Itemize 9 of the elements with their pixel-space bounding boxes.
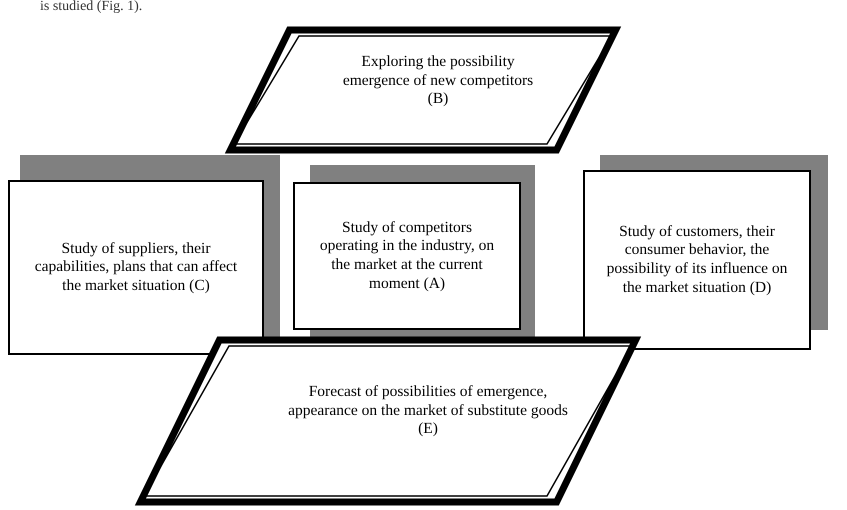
node-text: Study of suppliers, their capabilities, plans that can affect the market situation (C)	[34, 240, 238, 296]
node-text: Study of customers, their consumer behavior, the possibility of its influence on the market situation (D)	[606, 222, 788, 298]
process-box	[8, 180, 264, 355]
cut-off-text: is studied (Fig. 1).	[40, 0, 142, 14]
node-text: Study of competitors operating in the industry, on the market at the current moment (A)	[318, 218, 496, 294]
process-box	[293, 182, 521, 330]
node-text: Forecast of possibilities of emergence, appearance on the market of substitute goods (E)	[288, 383, 568, 439]
node-text: Exploring the possibility emergence of new competitors (B)	[342, 53, 534, 109]
process-box	[583, 170, 811, 350]
